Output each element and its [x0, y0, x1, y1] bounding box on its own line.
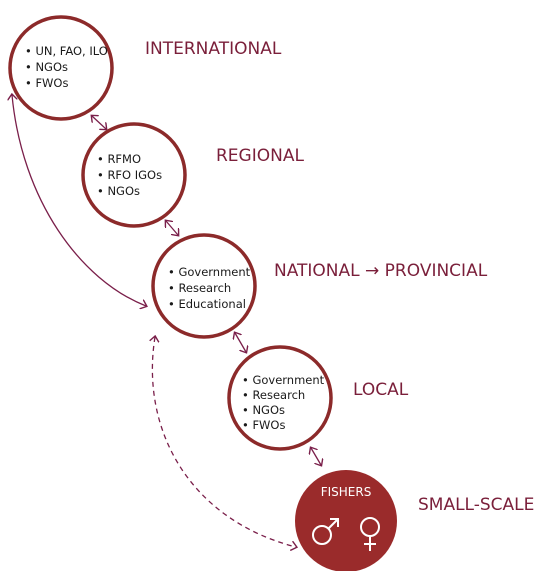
level-local: • Government • Research • NGOs • FWOs LO… — [227, 345, 409, 451]
local-circle — [227, 345, 333, 451]
female-symbol-icon — [360, 517, 380, 551]
level-international: • UN, FAO, ILO • NGOs • FWOs INTERNATION… — [8, 15, 282, 121]
national-circle — [151, 233, 257, 339]
international-item: • FWOs — [25, 76, 68, 90]
local-item: • FWOs — [242, 418, 285, 432]
connector-international-national-curve — [12, 95, 146, 306]
level-national: • Government • Research • Educational NA… — [151, 233, 488, 339]
connector-regional-national — [166, 221, 178, 235]
local-item: • Research — [242, 388, 305, 402]
level-label-small-scale: SMALL-SCALE — [418, 495, 534, 515]
regional-item: • NGOs — [97, 184, 140, 198]
level-label-international: INTERNATIONAL — [145, 39, 282, 59]
connector-national-local — [235, 333, 246, 352]
regional-item: • RFMO — [97, 152, 141, 166]
level-regional: • RFMO • RFO IGOs • NGOs REGIONAL — [81, 122, 304, 228]
international-item: • NGOs — [25, 60, 68, 74]
level-label-local: LOCAL — [353, 380, 409, 400]
level-small-scale-fishers: FISHERS SMALL-SCALE — [295, 470, 534, 571]
local-item: • NGOs — [242, 403, 285, 417]
international-item: • UN, FAO, ILO — [25, 44, 108, 58]
local-item: • Government — [242, 373, 325, 387]
fishers-circle — [295, 470, 397, 571]
regional-circle — [81, 122, 187, 228]
level-label-national-provincial: NATIONAL → PROVINCIAL — [274, 261, 488, 281]
international-circle — [8, 15, 114, 121]
connector-local-fishers — [311, 448, 321, 465]
national-item: • Research — [168, 281, 231, 295]
connector-international-regional — [92, 116, 106, 129]
national-item: • Educational — [168, 297, 246, 311]
national-item: • Government — [168, 265, 251, 279]
level-label-regional: REGIONAL — [216, 146, 304, 166]
fishers-title: FISHERS — [321, 485, 372, 499]
male-symbol-icon — [312, 518, 339, 545]
regional-item: • RFO IGOs — [97, 168, 162, 182]
connector-national-fishers-dashed — [152, 337, 296, 547]
